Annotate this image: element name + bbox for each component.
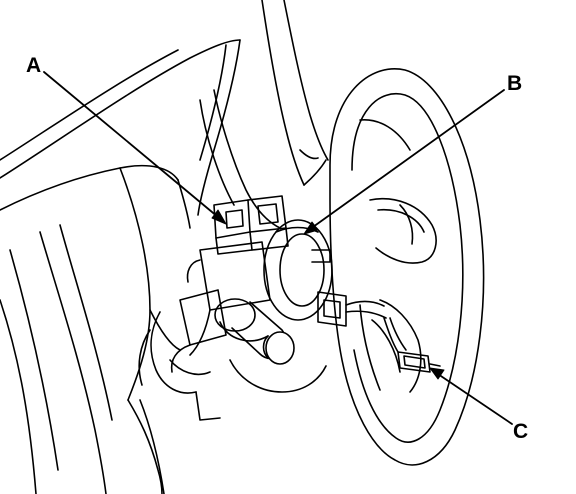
arrowhead-c [429, 367, 445, 380]
leader-arrowheads [211, 209, 445, 380]
callout-label-b: B [507, 72, 523, 95]
callout-label-c: C [513, 420, 529, 443]
leader-line-c [431, 369, 513, 425]
arrowhead-a [211, 209, 227, 225]
leader-line-a [43, 71, 225, 223]
cable-reel [263, 219, 387, 327]
leader-line-b [305, 89, 505, 233]
switch-stalk [214, 298, 295, 365]
column-cover [199, 0, 329, 229]
lower-column [138, 311, 327, 421]
dashboard-panel [0, 39, 241, 494]
leader-lines [43, 71, 513, 425]
arrowhead-b [303, 221, 319, 235]
callout-label-a: A [26, 54, 42, 77]
wheel-connector [383, 317, 441, 373]
steering-wheel [329, 68, 485, 466]
combination-switch [170, 195, 289, 373]
